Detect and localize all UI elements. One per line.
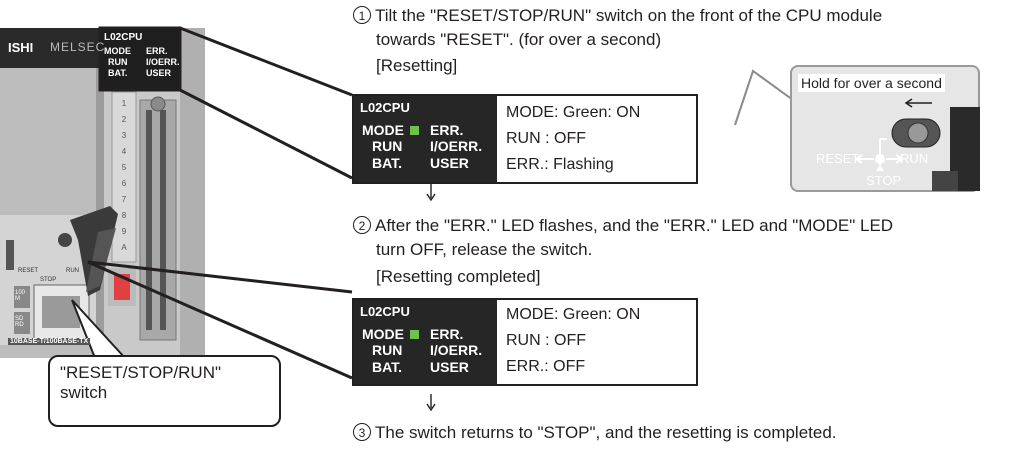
hold-switch-graphic — [854, 98, 980, 191]
slot-number: 8 — [121, 211, 127, 220]
led-bat-label: BAT. — [372, 155, 403, 171]
led-panel-resetting-dark: L02CPU MODE ERR. RUN I/OERR. BAT. USER — [354, 96, 497, 182]
slot-number: 5 — [121, 163, 127, 172]
status-line-mode: MODE: Green: ON — [506, 104, 641, 121]
slot-number: A — [121, 243, 127, 252]
completed-label: [Resetting completed] — [376, 267, 541, 286]
resetting-label: [Resetting] — [376, 56, 458, 75]
led-err-label: ERR. — [430, 326, 464, 342]
led-user-label: USER — [430, 359, 469, 375]
module-brand-left: ISHI — [8, 40, 34, 55]
led-panel-completed-dark: L02CPU MODE ERR. RUN I/OERR. BAT. USER — [354, 300, 497, 384]
led-panel-resetting-title: L02CPU — [360, 100, 410, 115]
step-2-line1: After the "ERR." LED flashes, and the "E… — [375, 216, 894, 235]
step-1-number: 1 — [353, 6, 371, 24]
status-line-run: RUN : OFF — [506, 130, 586, 147]
module-switch-stop-label: STOP — [40, 277, 57, 283]
module-led-bat: BAT. — [108, 68, 128, 78]
module-sd-label: SD RD — [15, 316, 24, 328]
led-mode-label: MODE — [362, 326, 404, 342]
step-2-line2-row: turn OFF, release the switch. — [376, 240, 593, 259]
module-model-label: L02CPU — [104, 32, 143, 43]
led-run-label: RUN — [372, 138, 403, 154]
mode-led-indicator — [410, 330, 419, 339]
status-line-err: ERR.: Flashing — [506, 156, 614, 173]
led-user-label: USER — [430, 155, 469, 171]
step-1-line1: Tilt the "RESET/STOP/RUN" switch on the … — [375, 6, 883, 25]
switch-callout: "RESET/STOP/RUN" switch — [48, 355, 281, 427]
status-line-err: ERR.: OFF — [506, 358, 586, 375]
led-panel-resetting: L02CPU MODE ERR. RUN I/OERR. BAT. USER M… — [352, 94, 698, 184]
hold-run-label: RUN — [900, 151, 929, 166]
module-led-run: RUN — [108, 57, 128, 67]
hold-caption: Hold for over a second — [798, 74, 945, 92]
led-ioerr-label: I/OERR. — [430, 138, 483, 154]
slot-number: 1 — [121, 99, 127, 108]
module-brand-right: MELSEC — [50, 40, 106, 54]
module-switch-run-label: RUN — [66, 268, 79, 274]
slot-number: 7 — [121, 195, 127, 204]
status-line-mode: MODE: Green: ON — [506, 306, 641, 323]
led-run-label: RUN — [372, 342, 403, 358]
module-port-label: 10BASE-T/100BASE-TX — [8, 338, 91, 345]
step-1-line2-row: towards "RESET". (for over a second) — [376, 30, 662, 49]
led-bat-label: BAT. — [372, 359, 403, 375]
hold-reset-label: RESET — [816, 151, 860, 166]
led-panel-completed-title: L02CPU — [360, 304, 410, 319]
step-2-number: 2 — [353, 216, 371, 234]
mode-led-indicator — [410, 126, 419, 135]
module-led-user: USER — [146, 68, 172, 78]
led-err-label: ERR. — [430, 122, 464, 138]
slot-number: 4 — [121, 147, 127, 156]
hold-stop-label: STOP — [866, 173, 902, 188]
module-led-ioerr: I/OERR. — [146, 57, 180, 67]
module-led-mode: MODE — [104, 46, 131, 56]
switch-callout-line1: "RESET/STOP/RUN" — [60, 363, 222, 382]
slot-number: 9 — [121, 227, 127, 236]
module-speed-label: 100 M — [15, 290, 26, 302]
slot-number: 3 — [121, 131, 127, 140]
switch-callout-line2: switch — [60, 383, 108, 402]
slot-number: 2 — [121, 115, 127, 124]
led-ioerr-label: I/OERR. — [430, 342, 483, 358]
status-line-run: RUN : OFF — [506, 332, 586, 349]
module-led-err: ERR. — [146, 46, 168, 56]
step-3-number: 3 — [353, 423, 371, 441]
led-panel-completed: L02CPU MODE ERR. RUN I/OERR. BAT. USER M… — [352, 298, 698, 386]
module-switch-reset-label: RESET — [18, 268, 39, 274]
step-3-line1: The switch returns to "STOP", and the re… — [375, 423, 837, 442]
led-mode-label: MODE — [362, 122, 404, 138]
hold-switch-inset: Hold for over a second RESET RUN STOP — [790, 65, 980, 192]
slot-number: 6 — [121, 179, 127, 188]
